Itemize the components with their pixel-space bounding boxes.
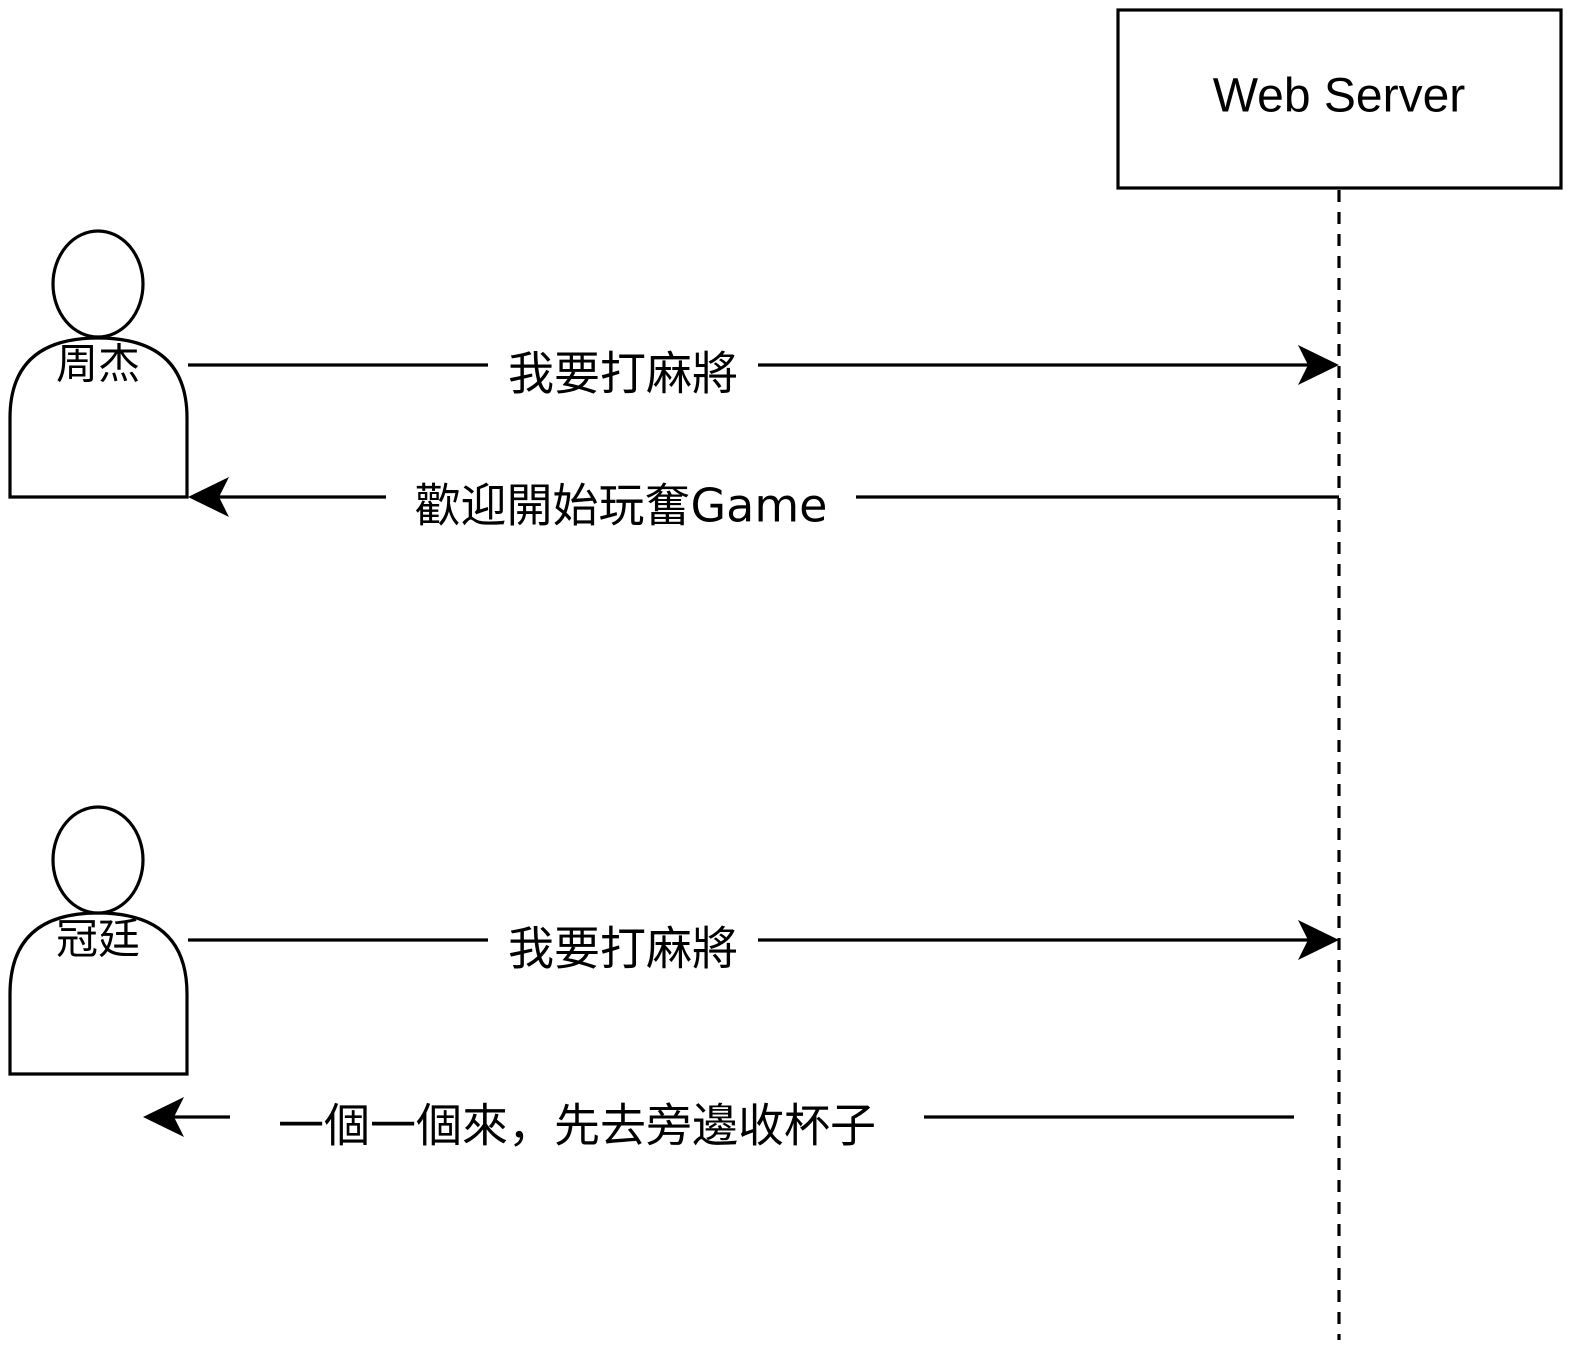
message-1-label-bg <box>488 344 758 406</box>
actor-guanting-head <box>51 805 145 915</box>
message-2-label-bg <box>386 476 856 538</box>
message-1-arrow[interactable]: 我要打麻將 <box>188 344 1339 406</box>
actor-zhoujie-head <box>51 229 145 339</box>
message-3-label-bg <box>488 919 758 981</box>
actor-zhoujie-label: 周杰 <box>56 340 140 389</box>
message-3-arrowhead <box>1298 920 1339 960</box>
message-3-arrow[interactable]: 我要打麻將 <box>188 919 1339 981</box>
message-4-label: 一個一個來，先去旁邊收杯子 <box>278 1099 876 1153</box>
message-4-arrow[interactable]: 一個一個來，先去旁邊收杯子 <box>143 1096 1294 1158</box>
message-2-label: 歡迎開始玩奮Game <box>415 479 828 533</box>
message-1-arrowhead <box>1298 345 1339 385</box>
actor-guanting[interactable]: 冠廷 <box>8 805 189 1076</box>
message-4-label-bg <box>230 1096 924 1158</box>
message-3-label: 我要打麻將 <box>508 922 738 976</box>
message-4-arrowhead <box>143 1097 184 1137</box>
message-2-arrowhead <box>188 477 229 517</box>
web-server-box[interactable] <box>1116 8 1563 190</box>
actor-zhoujie[interactable]: 周杰 <box>8 229 189 499</box>
message-2-arrow[interactable]: 歡迎開始玩奮Game <box>188 476 1339 538</box>
message-1-label: 我要打麻將 <box>508 347 738 401</box>
web-server-participant[interactable]: Web Server <box>1116 8 1563 190</box>
web-server-label: Web Server <box>1213 70 1466 123</box>
actor-guanting-label: 冠廷 <box>56 915 140 964</box>
